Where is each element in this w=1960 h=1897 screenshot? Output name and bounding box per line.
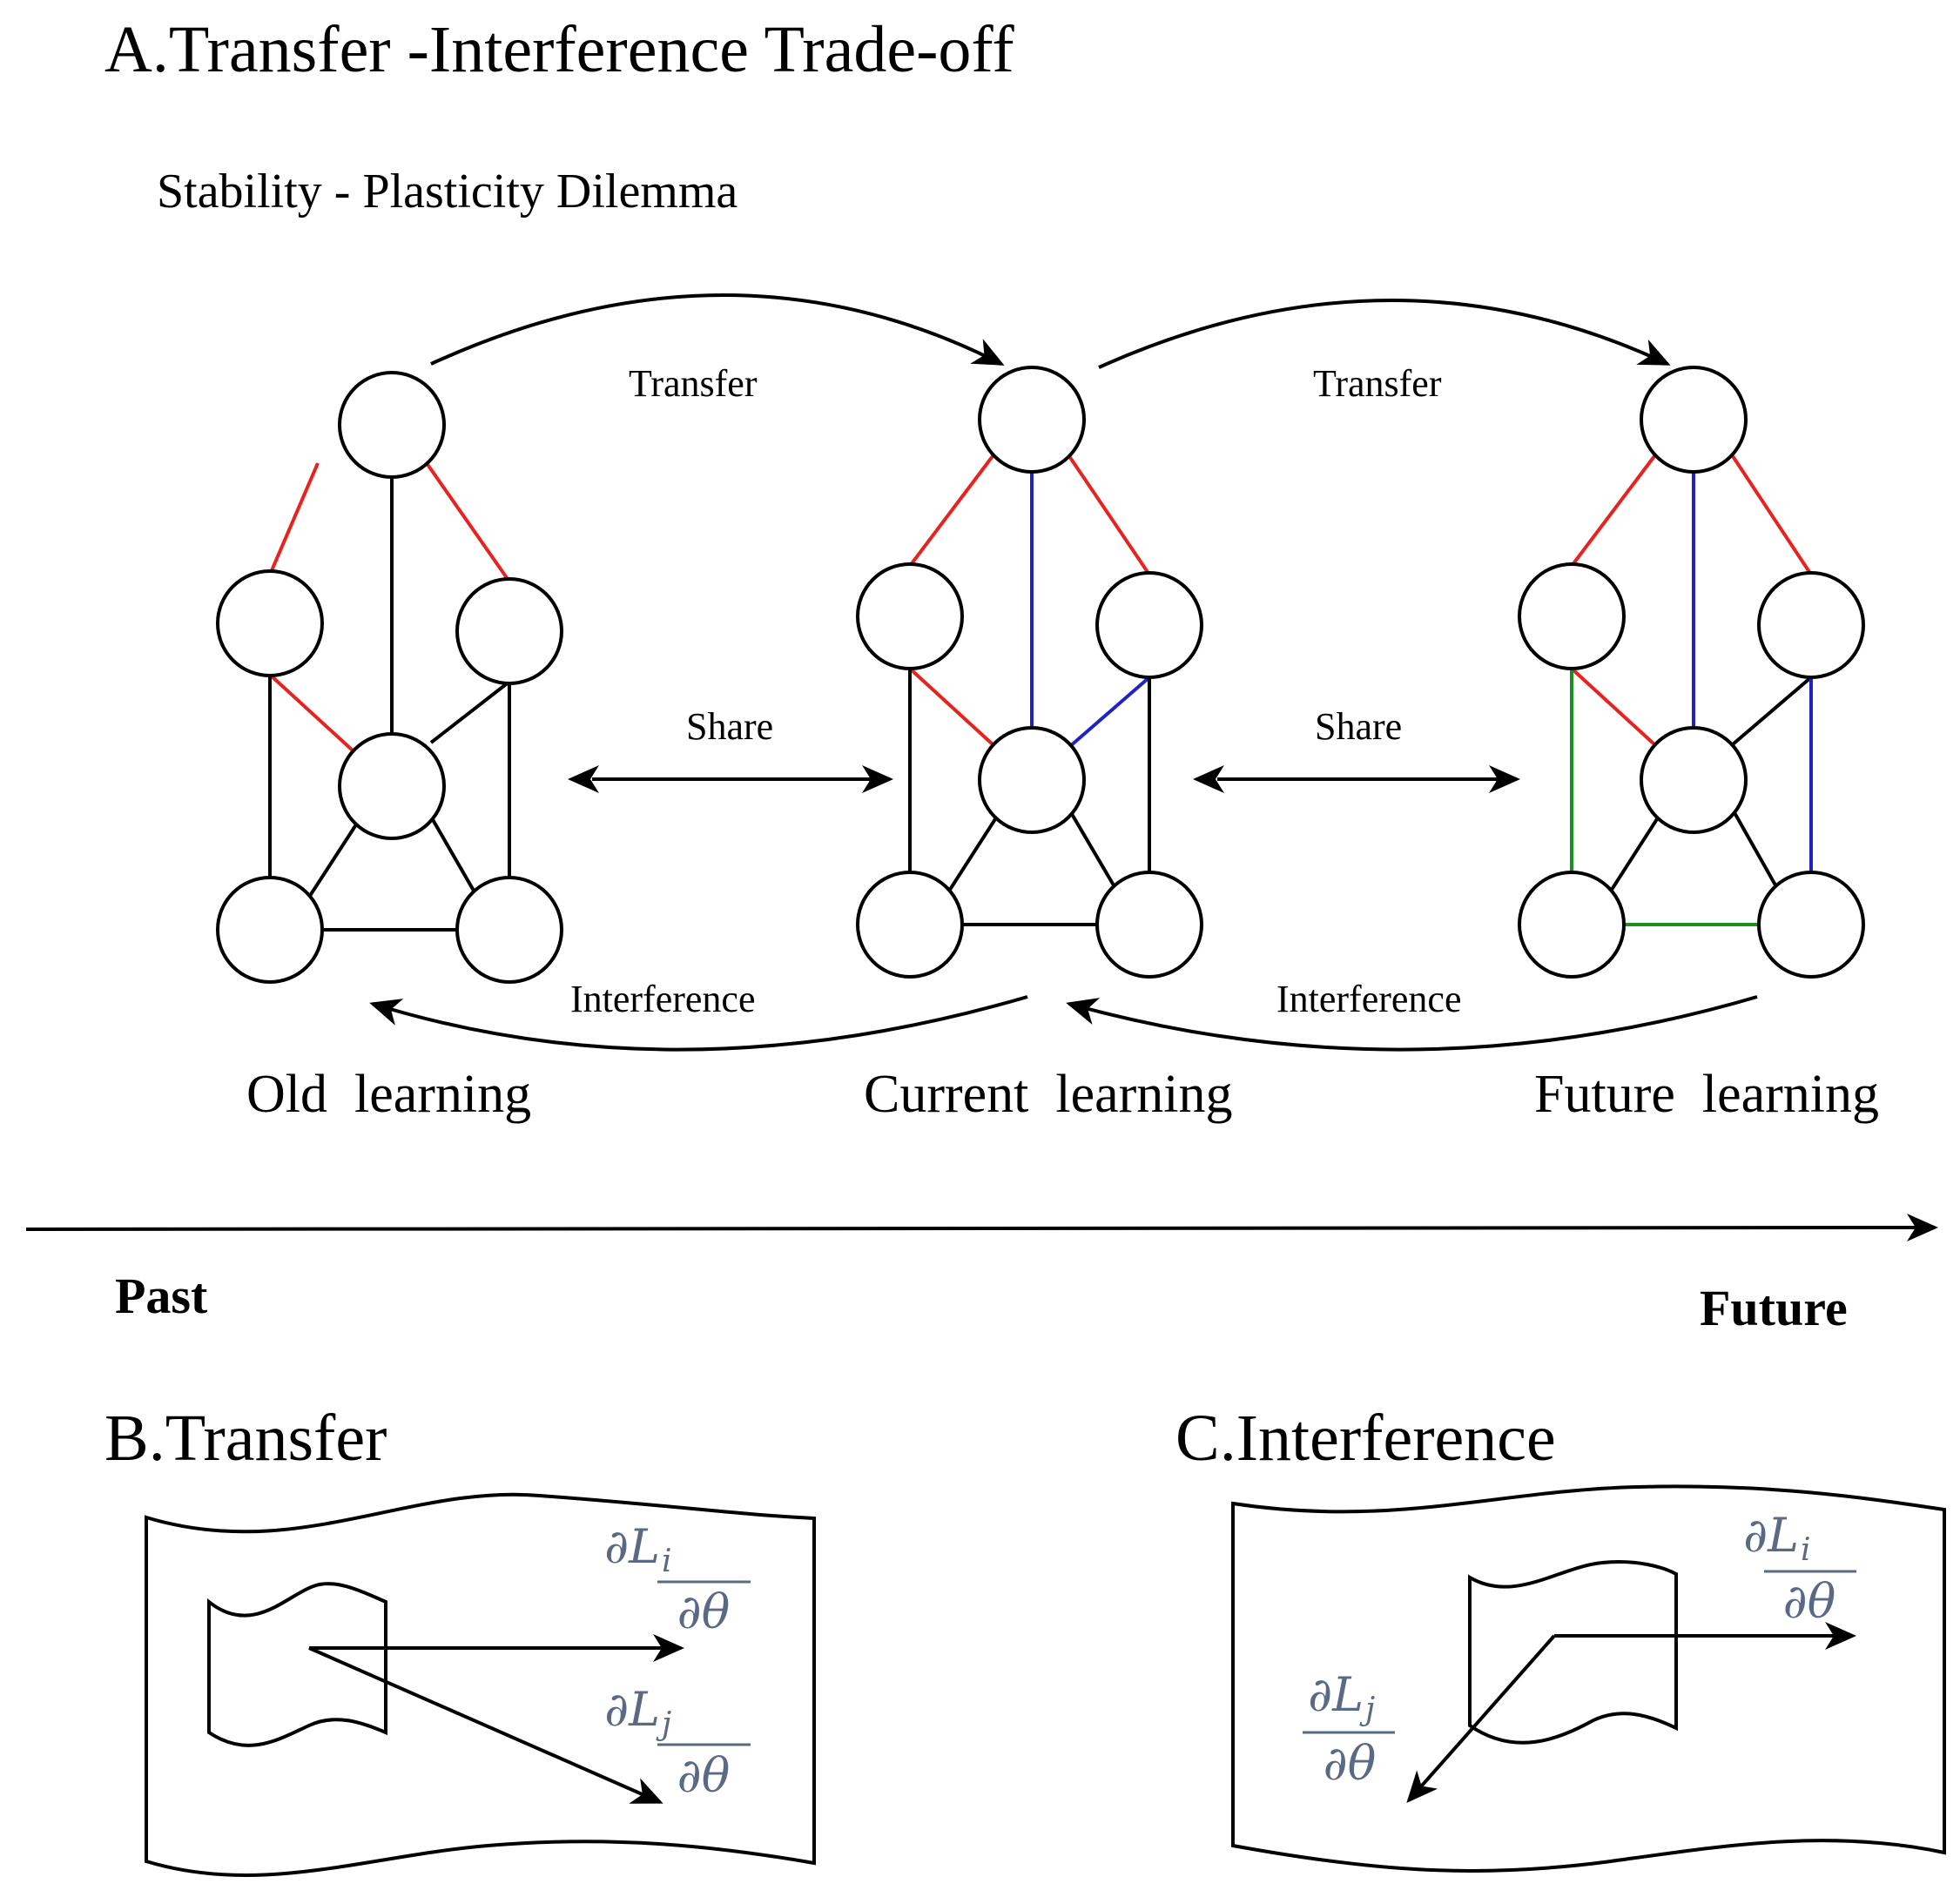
- panel-c-grad-i-label: ∂L i ∂θ: [1743, 1508, 1856, 1629]
- node: [455, 876, 563, 984]
- transfer-arrow-current-to-future: [1098, 299, 1671, 369]
- stage-label-old: Old learning: [246, 1065, 531, 1124]
- panel-c-title: C.Interference: [1175, 1402, 1556, 1475]
- svg-text:∂L: ∂L: [1308, 1667, 1364, 1722]
- node: [1640, 366, 1748, 474]
- node: [856, 871, 964, 979]
- share-label-2: Share: [1315, 705, 1402, 748]
- timeline-arrow: [25, 1214, 1938, 1242]
- timeline-label-future: Future: [1700, 1280, 1848, 1336]
- grad-subscript: i: [1801, 1532, 1811, 1568]
- transfer-arrow-old-to-current: [430, 293, 1005, 366]
- panel-b-grad-j-arrow: [308, 1646, 663, 1804]
- interference-label-2: Interference: [1276, 978, 1461, 1020]
- grad-numerator: ∂L: [604, 1682, 660, 1737]
- network-future-learning: [1518, 366, 1865, 979]
- node: [1757, 871, 1865, 979]
- grad-subscript: i: [662, 1544, 672, 1579]
- grad-denominator: ∂θ: [1783, 1574, 1835, 1629]
- interference-arrow-current-to-old: [369, 995, 1028, 1052]
- grad-denominator: ∂θ: [677, 1584, 730, 1639]
- transfer-label-2: Transfer: [1313, 362, 1442, 405]
- panel-b-grad-i-label: ∂L i ∂θ: [604, 1519, 751, 1639]
- node: [1095, 871, 1203, 979]
- panel-b-inner-sheet: [207, 1582, 387, 1747]
- node: [1095, 571, 1203, 679]
- node: [455, 577, 563, 685]
- stage-label-current: Current learning: [864, 1065, 1233, 1124]
- transfer-label-1: Transfer: [629, 362, 758, 405]
- stage-label-future: Future learning: [1534, 1065, 1879, 1124]
- node: [1518, 562, 1626, 670]
- grad-numerator: ∂L: [1308, 1667, 1364, 1722]
- grad-denominator: ∂θ: [677, 1748, 730, 1803]
- network-current-learning: [856, 366, 1203, 979]
- network-old-learning: [216, 371, 563, 984]
- grad-numerator: ∂L: [604, 1519, 660, 1574]
- panel-a-title: A.Transfer -Interference Trade-off: [104, 13, 1014, 86]
- grad-denominator: ∂θ: [1324, 1736, 1376, 1791]
- node: [978, 366, 1086, 474]
- panel-a-subtitle: Stability - Plasticity Dilemma: [157, 165, 738, 219]
- share-label-1: Share: [686, 705, 773, 748]
- timeline-label-past: Past: [115, 1268, 208, 1324]
- node: [338, 732, 446, 840]
- svg-text:∂L: ∂L: [604, 1519, 660, 1574]
- node: [978, 726, 1086, 834]
- panel-c-grad-j-label: ∂L j ∂θ: [1303, 1667, 1395, 1791]
- node: [216, 569, 324, 677]
- node: [1640, 726, 1748, 834]
- node: [1518, 871, 1626, 979]
- svg-text:∂L: ∂L: [1743, 1508, 1799, 1563]
- svg-text:∂L: ∂L: [604, 1682, 660, 1737]
- panel-c-inner-sheet: [1468, 1560, 1678, 1745]
- grad-numerator: ∂L: [1743, 1508, 1799, 1563]
- panel-b-title: B.Transfer: [104, 1402, 387, 1475]
- interference-label-1: Interference: [570, 978, 755, 1020]
- panel-c-grad-j-arrow: [1406, 1634, 1556, 1803]
- panel-b-grad-j-label: ∂L j ∂θ: [604, 1682, 751, 1803]
- node: [1757, 571, 1865, 679]
- node: [338, 371, 446, 479]
- node: [856, 562, 964, 670]
- node: [216, 876, 324, 984]
- interference-arrow-future-to-current: [1066, 995, 1758, 1052]
